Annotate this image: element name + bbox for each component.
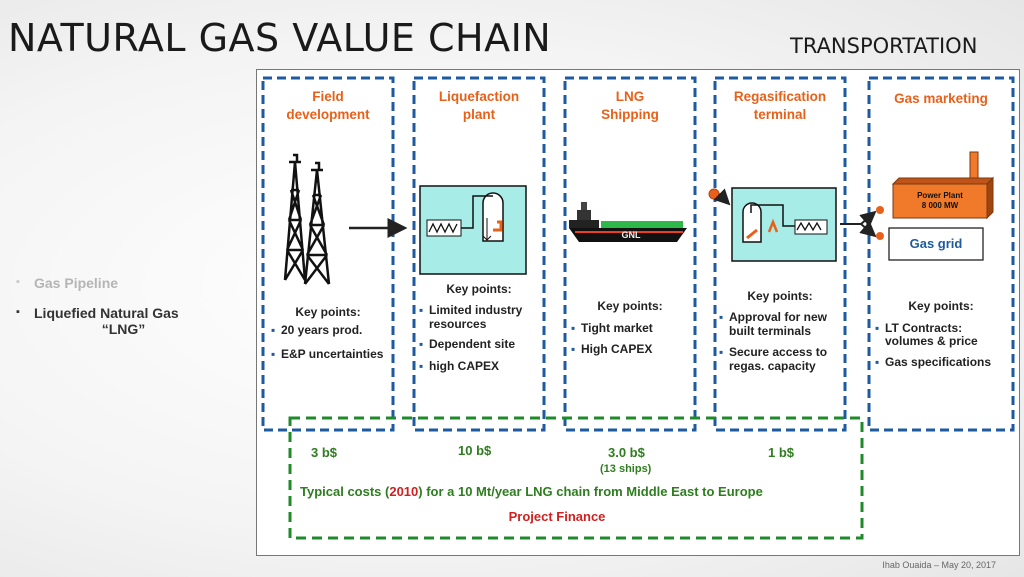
key-point: LT Contracts: [885, 321, 962, 335]
cost-box [288, 416, 864, 540]
key-point: volumes & price [885, 334, 978, 348]
flow-arrow [713, 188, 731, 206]
project-finance-label: Project Finance [509, 509, 606, 524]
key-points-heading: Key points: [295, 305, 360, 319]
oil-derrick-icon [283, 153, 331, 285]
bullet-marker-icon: ▪ [16, 306, 20, 318]
key-point-bullet-icon: ▪ [271, 347, 275, 361]
power-plant-label-1: Power Plant [917, 191, 963, 200]
key-point: E&P uncertainties [281, 347, 384, 361]
cost-summary: Typical costs (2010) for a 10 Mt/year LN… [300, 484, 763, 499]
cost-summary-pre: Typical costs ( [300, 484, 390, 499]
key-point: built terminals [729, 324, 811, 338]
key-point-bullet-icon: ▪ [719, 345, 723, 359]
slide-footer: Ihab Ouaida – May 20, 2017 [882, 560, 996, 570]
stage-title-ship-1: LNG [616, 89, 645, 104]
key-points-heading: Key points: [908, 299, 973, 313]
key-point: High CAPEX [581, 342, 652, 356]
key-point-bullet-icon: ▪ [571, 321, 575, 335]
key-points-heading: Key points: [597, 299, 662, 313]
value-chain-svg: Field development Liquefaction plant LNG… [261, 76, 1015, 540]
gas-grid-box [888, 227, 984, 261]
key-point: resources [429, 317, 487, 331]
gas-grid-label: Gas grid [910, 236, 963, 251]
cost-field: 3 b$ [311, 445, 338, 460]
key-point-bullet-icon: ▪ [875, 321, 879, 335]
value-chain-diagram: Field development Liquefaction plant LNG… [256, 69, 1020, 556]
power-plant-label-2: 8 000 MW [922, 201, 959, 210]
key-point-bullet-icon: ▪ [419, 337, 423, 351]
stage-box-regas [713, 76, 847, 432]
key-points-heading: Key points: [446, 282, 511, 296]
stage-title-ship-2: Shipping [601, 107, 659, 122]
key-point: Gas specifications [885, 355, 991, 369]
liquefaction-plant-icon [419, 185, 527, 275]
stage-title-regas-2: terminal [754, 107, 807, 122]
entry-dot-icon [708, 188, 720, 200]
stage-box-shipping [563, 76, 697, 432]
fork-arrow [840, 210, 877, 238]
sidebar-bullets: ▪ Gas Pipeline ▪ Liquefied Natural Gas “… [8, 275, 243, 351]
slide-subtitle: TRANSPORTATION [790, 34, 978, 58]
key-point: regas. capacity [729, 359, 816, 373]
key-point-bullet-icon: ▪ [875, 355, 879, 369]
stage-title-field-2: development [286, 107, 370, 122]
key-point: high CAPEX [429, 359, 499, 373]
cost-summary-post: ) for a 10 Mt/year LNG chain from Middle… [418, 484, 763, 499]
entry-dot-icon [876, 206, 884, 214]
lng-tanker-icon: GNL [569, 202, 687, 242]
cost-regas: 1 b$ [768, 445, 795, 460]
power-plant-icon: Power Plant 8 000 MW [891, 151, 995, 220]
key-point: Tight market [581, 321, 653, 335]
key-point-bullet-icon: ▪ [571, 342, 575, 356]
regasification-terminal-icon [731, 187, 837, 262]
stage-title-field-1: Field [312, 89, 344, 104]
stage-box-liquefaction [412, 76, 546, 432]
stage-title-regas-1: Regasification [734, 89, 826, 104]
ship-label: GNL [622, 230, 642, 240]
key-point: Approval for new [729, 310, 828, 324]
cost-summary-year: 2010 [389, 484, 418, 499]
key-points-heading: Key points: [747, 289, 812, 303]
bullet-label: Liquefied Natural Gas [34, 305, 179, 321]
key-point: 20 years prod. [281, 323, 362, 337]
bullet-gas-pipeline[interactable]: ▪ Gas Pipeline [8, 275, 243, 291]
stage-box-field [261, 76, 395, 432]
key-point: Limited industry [429, 303, 523, 317]
bullet-lng[interactable]: ▪ Liquefied Natural Gas “LNG” [8, 305, 243, 337]
bullet-marker-icon: ▪ [16, 276, 20, 288]
bullet-label-line2: “LNG” [101, 321, 146, 337]
stage-title-liq-2: plant [463, 107, 496, 122]
slide-title: NATURAL GAS VALUE CHAIN [8, 16, 552, 60]
stage-box-marketing [867, 76, 1015, 432]
cost-liquefaction: 10 b$ [458, 443, 492, 458]
key-point-bullet-icon: ▪ [419, 303, 423, 317]
stage-title-liq-1: Liquefaction [439, 89, 519, 104]
key-point-bullet-icon: ▪ [719, 310, 723, 324]
key-point: Dependent site [429, 337, 515, 351]
key-point-bullet-icon: ▪ [271, 323, 275, 337]
entry-dot-icon [876, 232, 884, 240]
key-point-bullet-icon: ▪ [419, 359, 423, 373]
bullet-label: Gas Pipeline [34, 275, 119, 291]
key-point: Secure access to [729, 345, 827, 359]
stage-title-marketing: Gas marketing [894, 91, 988, 106]
cost-shipping-note: (13 ships) [600, 463, 652, 475]
cost-shipping: 3.0 b$ [608, 445, 646, 460]
